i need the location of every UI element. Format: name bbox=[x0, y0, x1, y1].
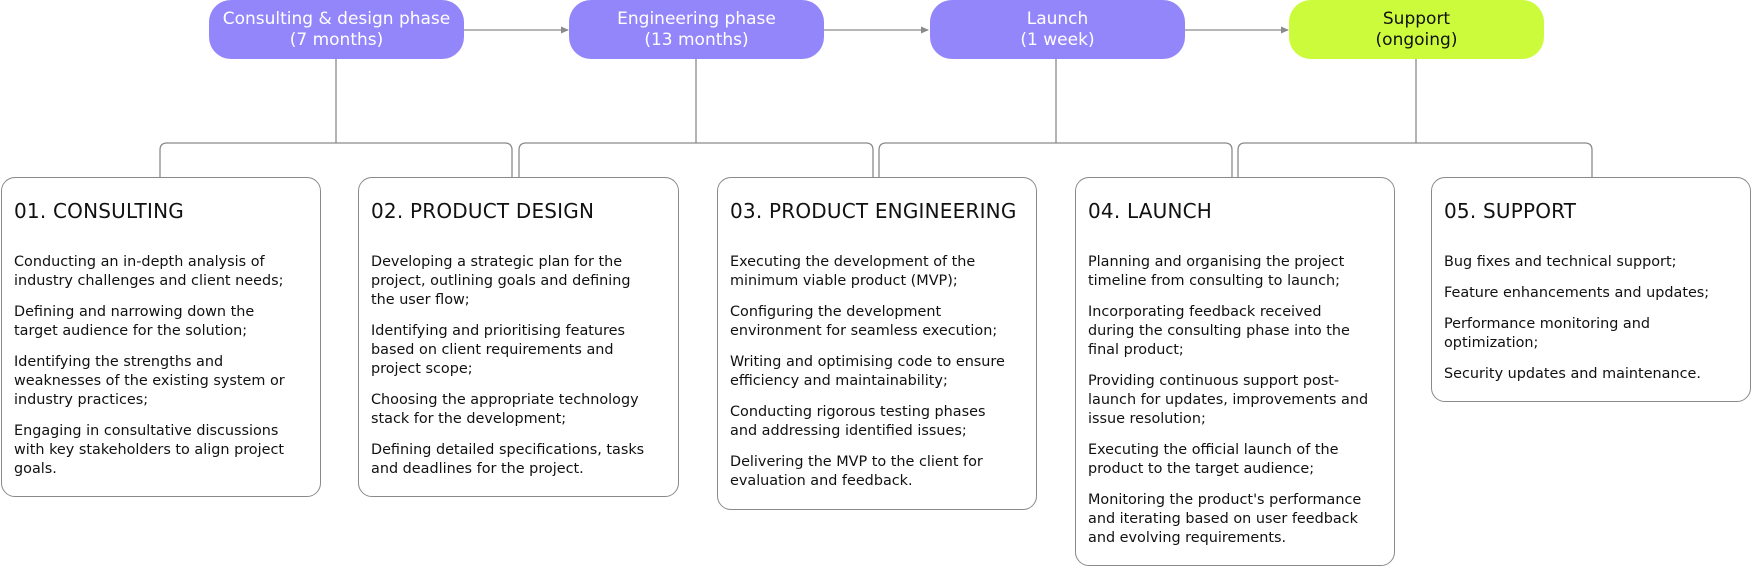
list-item: Feature enhancements and updates; bbox=[1444, 285, 1710, 301]
phase-duration: (1 week) bbox=[1020, 29, 1095, 50]
phase-duration: (7 months) bbox=[289, 29, 384, 50]
list-item: Executing the official launch of the pro… bbox=[1088, 442, 1339, 477]
list-item: Choosing the appropriate technology stac… bbox=[371, 392, 639, 427]
card-title: 01. CONSULTING bbox=[14, 199, 184, 223]
list-item: Incorporating feedback received during t… bbox=[1088, 304, 1350, 358]
list-item: Defining detailed specifications, tasks … bbox=[371, 442, 645, 477]
list-item: Executing the development of the minimum… bbox=[730, 254, 976, 289]
list-item: Security updates and maintenance. bbox=[1444, 366, 1701, 382]
list-item: Engaging in consultative discussions wit… bbox=[14, 423, 285, 477]
bracket-phase-2 bbox=[518, 142, 874, 177]
list-item: Planning and organising the project time… bbox=[1088, 254, 1345, 289]
list-item: Configuring the development environment … bbox=[730, 304, 998, 339]
card-title: 05. SUPPORT bbox=[1444, 199, 1577, 223]
list-item: Performance monitoring and optimization; bbox=[1444, 316, 1650, 351]
card-list: Conducting an in-depth analysis of indus… bbox=[14, 253, 310, 479]
phase-name: Support bbox=[1382, 8, 1451, 29]
card-list: Developing a strategic plan for the proj… bbox=[371, 253, 668, 479]
card-title: 03. PRODUCT ENGINEERING bbox=[730, 199, 1017, 223]
list-item: Identifying the strengths and weaknesses… bbox=[14, 354, 285, 408]
bracket-phase-4 bbox=[1237, 142, 1593, 177]
card-support: 05. SUPPORT Bug fixes and technical supp… bbox=[1431, 177, 1751, 402]
list-item: Developing a strategic plan for the proj… bbox=[371, 254, 631, 308]
bracket-phase-1 bbox=[159, 142, 513, 177]
card-product-engineering: 03. PRODUCT ENGINEERING Executing the de… bbox=[717, 177, 1037, 510]
list-item: Conducting rigorous testing phases and a… bbox=[730, 404, 986, 439]
list-item: Providing continuous support post- launc… bbox=[1088, 373, 1369, 427]
card-list: Bug fixes and technical support; Feature… bbox=[1444, 253, 1740, 384]
list-item: Writing and optimising code to ensure ef… bbox=[730, 354, 1005, 389]
card-title: 02. PRODUCT DESIGN bbox=[371, 199, 595, 223]
phase-name: Consulting & design phase bbox=[222, 8, 451, 29]
card-title: 04. LAUNCH bbox=[1088, 199, 1213, 223]
card-list: Planning and organising the project time… bbox=[1088, 253, 1384, 548]
phase-duration: (13 months) bbox=[644, 29, 749, 50]
list-item: Monitoring the product's performance and… bbox=[1088, 492, 1362, 546]
list-item: Bug fixes and technical support; bbox=[1444, 254, 1677, 270]
card-product-design: 02. PRODUCT DESIGN Developing a strategi… bbox=[358, 177, 679, 497]
phase-consulting-design: Consulting & design phase (7 months) bbox=[209, 0, 464, 59]
phase-launch: Launch (1 week) bbox=[930, 0, 1185, 59]
list-item: Delivering the MVP to the client for eva… bbox=[730, 454, 983, 489]
phase-support: Support (ongoing) bbox=[1289, 0, 1544, 59]
list-item: Conducting an in-depth analysis of indus… bbox=[14, 254, 284, 289]
card-launch: 04. LAUNCH Planning and organising the p… bbox=[1075, 177, 1395, 566]
card-consulting: 01. CONSULTING Conducting an in-depth an… bbox=[1, 177, 321, 497]
phase-engineering: Engineering phase (13 months) bbox=[569, 0, 824, 59]
list-item: Defining and narrowing down the target a… bbox=[14, 304, 255, 339]
phase-name: Engineering phase bbox=[617, 8, 776, 29]
phase-duration: (ongoing) bbox=[1375, 29, 1458, 50]
list-item: Identifying and prioritising features ba… bbox=[371, 323, 625, 377]
phase-name: Launch bbox=[1026, 8, 1089, 29]
bracket-phase-3 bbox=[878, 142, 1233, 177]
card-list: Executing the development of the minimum… bbox=[730, 253, 1026, 491]
